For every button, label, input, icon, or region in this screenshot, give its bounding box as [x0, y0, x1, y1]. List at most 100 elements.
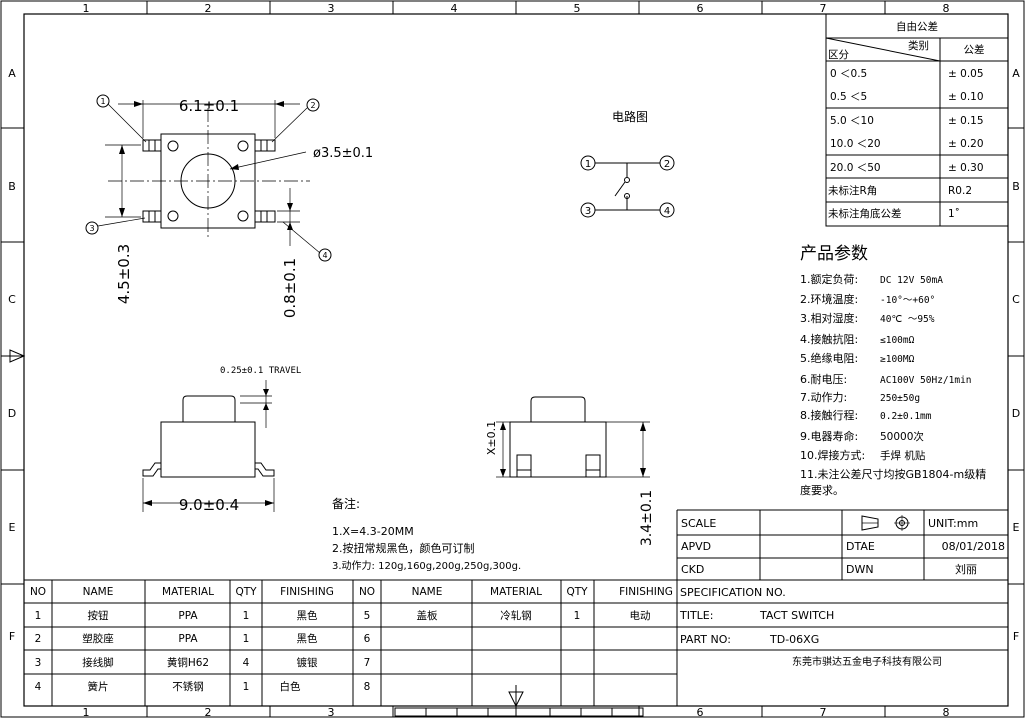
row-label: B — [1012, 180, 1020, 193]
tolerance-value: ± 0.20 — [948, 138, 984, 150]
tolerance-col-category: 类别 — [908, 39, 929, 52]
bom-cell: PPA — [178, 633, 198, 645]
col-label: 7 — [820, 2, 827, 15]
tb-drawn-by: 刘丽 — [955, 563, 977, 576]
circuit-pin: 3 — [585, 206, 591, 217]
col-label: 5 — [574, 2, 581, 15]
col-label: 2 — [205, 2, 212, 15]
tolerance-title: 自由公差 — [896, 20, 938, 33]
col-label: 8 — [943, 2, 950, 15]
bom-cell: 4 — [243, 657, 250, 669]
row-label: E — [9, 521, 16, 534]
tb-scale-label: SCALE — [681, 517, 716, 530]
param-value: ≤100mΩ — [880, 335, 915, 346]
bom-cell: 1 — [574, 610, 581, 622]
tb-dwn-label: DWN — [846, 563, 874, 576]
param-label: 5.绝缘电阻: — [800, 351, 858, 365]
bom-cell: 1 — [243, 681, 250, 693]
circuit-diagram — [580, 155, 675, 218]
param-value: 手焊 机贴 — [880, 449, 926, 462]
bom-header: NO — [359, 586, 375, 598]
bom-header: FINISHING — [619, 586, 673, 598]
dim-left-height: 4.5±0.3 — [115, 244, 133, 304]
tolerance-value: ± 0.10 — [948, 91, 984, 103]
dim-bottom-width: 9.0±0.4 — [179, 496, 239, 514]
balloon-4: 4 — [322, 251, 327, 260]
bom-cell: 不锈钢 — [172, 680, 204, 693]
row-label: A — [8, 67, 16, 80]
bom-cell: 黑色 — [297, 609, 318, 622]
col-label: 8 — [943, 706, 950, 718]
tb-part-label: PART NO: — [680, 633, 731, 646]
tolerance-col-tolerance: 公差 — [964, 43, 985, 56]
param-label: 2.环境温度: — [800, 292, 858, 306]
tolerance-note-angle-value: 1˚ — [948, 208, 960, 220]
tb-spec-label: SPECIFICATION NO. — [680, 586, 786, 599]
title-block — [676, 509, 1008, 706]
bom-header: QTY — [566, 586, 588, 598]
bom-cell: 3 — [35, 657, 42, 669]
tolerance-value: ± 0.15 — [948, 115, 984, 127]
dim-top-width: 6.1±0.1 — [179, 97, 239, 115]
col-label: 4 — [451, 2, 458, 15]
tolerance-value: ± 0.30 — [948, 162, 984, 174]
tolerance-range: 10.0 ＜20 — [830, 138, 881, 150]
param-label: 3.相对湿度: — [800, 311, 858, 325]
tb-company: 东莞市骐达五金电子科技有限公司 — [792, 655, 942, 668]
param-value: 0.2±0.1mm — [880, 411, 932, 422]
row-label: C — [1012, 293, 1020, 306]
param-value: 250±50g — [880, 393, 920, 404]
tolerance-range: 5.0 ＜10 — [830, 115, 874, 127]
bom-cell: 1 — [243, 633, 250, 645]
param-value: ≥100MΩ — [880, 354, 915, 365]
row-label: F — [9, 630, 15, 643]
bom-cell: 塑胶座 — [82, 632, 114, 645]
tolerance-value: ± 0.05 — [948, 68, 984, 80]
notes-title: 备注: — [332, 496, 360, 511]
bom-cell: 接线脚 — [82, 656, 114, 669]
bom-header: FINISHING — [280, 586, 334, 598]
dim-right-small: 0.8±0.1 — [281, 258, 299, 318]
bom-cell: 黑色 — [297, 632, 318, 645]
param-label: 4.接触抗阻: — [800, 332, 858, 346]
params-title: 产品参数 — [800, 244, 868, 264]
bom-cell: 黄铜H62 — [167, 656, 209, 669]
bom-header: QTY — [235, 586, 257, 598]
dim-side-x: X±0.1 — [485, 421, 498, 455]
bom-cell: 电动 — [630, 609, 651, 622]
bom-cell: 2 — [35, 633, 42, 645]
bom-cell: 按钮 — [88, 609, 109, 622]
bom-cell: 6 — [364, 633, 371, 645]
bom-header: NAME — [83, 586, 114, 598]
bom-cell: 1 — [243, 610, 250, 622]
tb-apvd-label: APVD — [681, 540, 711, 553]
param-value: 50000次 — [880, 430, 924, 443]
tolerance-col-zone: 区分 — [828, 49, 849, 61]
tolerance-range: 0 ＜0.5 — [830, 68, 867, 80]
param-value: DC 12V 50mA — [880, 275, 943, 286]
param-label: 10.焊接方式: — [800, 448, 865, 462]
balloon-2: 2 — [310, 101, 315, 110]
notes-line: 3.动作力: 120g,160g,200g,250g,300g. — [332, 559, 521, 572]
col-label: 2 — [205, 706, 212, 718]
param-label: 7.动作力: — [800, 391, 847, 404]
col-label: 6 — [697, 2, 704, 15]
tolerance-note-r-label: 未标注R角 — [828, 184, 877, 197]
tolerance-table — [825, 13, 1009, 227]
param-label: 8.接触行程: — [800, 408, 858, 422]
param-value: AC100V 50Hz/1min — [880, 375, 972, 386]
front-view — [142, 380, 275, 512]
notes-line: 1.X=4.3-20MM — [332, 525, 414, 538]
param-label: 6.耐电压: — [800, 373, 847, 386]
balloon-3: 3 — [89, 224, 94, 233]
tb-unit: UNIT:mm — [928, 517, 978, 530]
tolerance-note-angle-label: 未标注角底公差 — [828, 207, 902, 220]
tb-title-value: TACT SWITCH — [759, 609, 834, 622]
bom-cell: 4 — [35, 681, 42, 693]
col-label: 3 — [328, 2, 335, 15]
col-label: 6 — [697, 706, 704, 718]
bom-cell: 1 — [35, 610, 42, 622]
tolerance-note-r-value: R0.2 — [948, 185, 972, 197]
param-item11-line1: 11.未注公差尺寸均按GB1804-m级精 — [800, 467, 986, 481]
